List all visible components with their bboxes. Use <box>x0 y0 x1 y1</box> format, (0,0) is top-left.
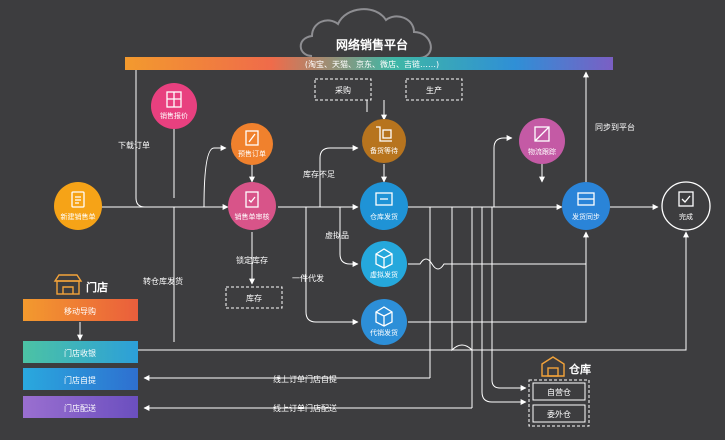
server-icon <box>577 192 595 206</box>
svg-text:销售报价: 销售报价 <box>160 111 188 120</box>
label-virtual: 虚拟品 <box>325 230 349 240</box>
svg-text:库存: 库存 <box>246 293 262 303</box>
svg-text:门店自提: 门店自提 <box>64 375 96 385</box>
svg-text:代销发货: 代销发货 <box>370 328 398 337</box>
purchase-box: 采购 <box>314 78 372 101</box>
svg-text:仓库发货: 仓库发货 <box>370 212 398 221</box>
node-review[interactable]: 销售单审核 <box>228 182 276 230</box>
outsource-warehouse[interactable]: 委外仓 <box>532 404 586 423</box>
label-sync-platform: 同步到平台 <box>595 122 635 132</box>
svg-text:仓库: 仓库 <box>568 362 591 376</box>
node-new-order[interactable]: 新建销售单 <box>54 182 102 230</box>
store-item-delivery[interactable]: 门店配送 <box>23 396 138 418</box>
own-warehouse[interactable]: 自营仓 <box>532 382 586 401</box>
svg-text:门店收银: 门店收银 <box>64 348 96 358</box>
box-icon <box>375 306 393 327</box>
svg-text:自营仓: 自营仓 <box>547 387 571 397</box>
node-warehouse-ship[interactable]: 仓库发货 <box>360 182 408 230</box>
node-quote[interactable]: 销售报价 <box>151 83 197 129</box>
cloud-icon <box>299 8 432 59</box>
connectors <box>77 70 689 411</box>
hand-truck-icon <box>376 126 392 142</box>
svg-text:生产: 生产 <box>426 85 442 95</box>
svg-text:移动导购: 移动导购 <box>64 306 96 316</box>
node-presale[interactable]: 预售订单 <box>231 123 273 165</box>
warehouse-header: 仓库 <box>541 356 591 377</box>
svg-text:采购: 采购 <box>335 85 351 95</box>
store-item-mobile-guide[interactable]: 移动导购 <box>23 299 138 321</box>
platform-title: 网络销售平台 <box>336 37 408 52</box>
svg-text:完成: 完成 <box>679 212 693 221</box>
store-icon <box>53 274 83 295</box>
label-shortage: 库存不足 <box>303 169 335 179</box>
svg-text:新建销售单: 新建销售单 <box>61 212 96 221</box>
node-logistics[interactable]: 物流跟踪 <box>519 118 565 164</box>
map-icon <box>534 126 550 142</box>
node-sync[interactable]: 发货同步 <box>562 182 610 230</box>
label-download: 下载订单 <box>118 140 150 150</box>
store-item-pickup[interactable]: 门店自提 <box>23 368 138 390</box>
node-agent-ship[interactable]: 代销发货 <box>361 299 407 345</box>
platform-bar <box>125 57 613 70</box>
box-icon <box>375 248 393 269</box>
svg-text:虚拟发货: 虚拟发货 <box>370 270 398 279</box>
label-lock: 锁定库存 <box>236 255 268 265</box>
label-transfer: 转仓库发货 <box>143 276 183 286</box>
label-online-pickup: 线上订单门店自提 <box>273 374 337 384</box>
clipboard-icon <box>71 191 85 208</box>
box-icon <box>375 192 393 206</box>
svg-text:预售订单: 预售订单 <box>238 149 266 158</box>
store-item-cashier[interactable]: 门店收银 <box>23 341 138 363</box>
produce-box: 生产 <box>405 78 463 101</box>
node-done[interactable]: 完成 <box>661 181 711 231</box>
store-header: 门店 <box>53 274 108 295</box>
warehouse-icon <box>541 356 565 377</box>
svg-text:销售单审核: 销售单审核 <box>235 212 270 221</box>
svg-text:门店: 门店 <box>86 280 108 294</box>
svg-text:物流跟踪: 物流跟踪 <box>528 147 556 156</box>
svg-text:门店配送: 门店配送 <box>64 403 96 413</box>
percent-clipboard-icon <box>245 130 259 146</box>
calculator-icon <box>166 91 182 108</box>
label-online-delivery: 线上订单门店配送 <box>273 403 337 413</box>
platform-subtitle: (淘宝、天猫、京东、微店、吉链……) <box>305 59 439 69</box>
warehouse-list-box <box>528 379 590 427</box>
check-box-icon <box>678 191 694 207</box>
node-virtual-ship[interactable]: 虚拟发货 <box>361 241 407 287</box>
svg-text:备货等待: 备货等待 <box>370 146 398 155</box>
node-stock-wait[interactable]: 备货等待 <box>362 119 406 163</box>
label-agent: 一件代发 <box>292 273 324 283</box>
svg-text:发货同步: 发货同步 <box>572 212 600 221</box>
check-clipboard-icon <box>245 191 259 208</box>
svg-text:委外仓: 委外仓 <box>547 409 571 419</box>
inventory-box: 库存 <box>225 286 283 309</box>
